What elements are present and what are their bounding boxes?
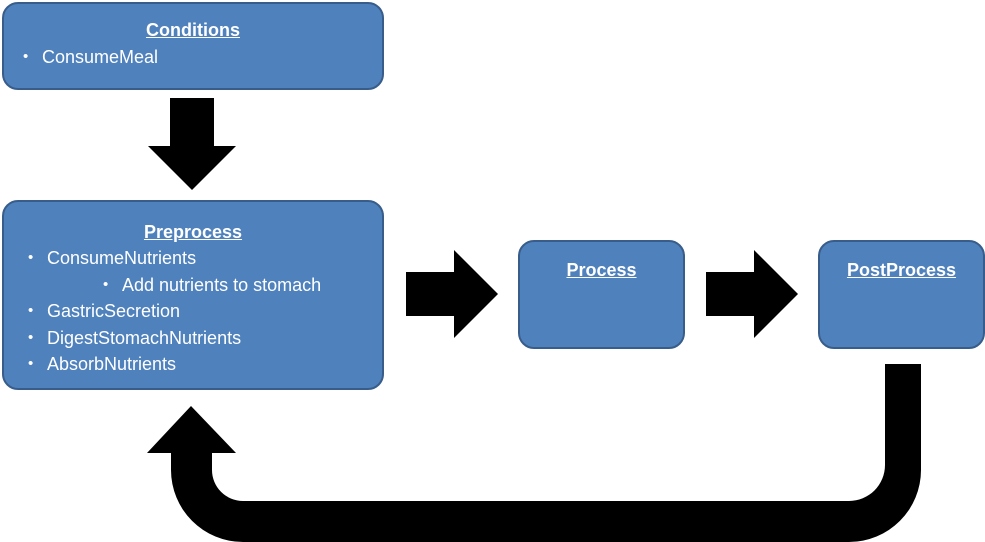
postprocess-box: PostProcess <box>818 240 985 349</box>
preprocess-item: AbsorbNutrients <box>28 353 321 380</box>
conditions-title: Conditions <box>146 20 240 40</box>
process-title: Process <box>566 260 637 280</box>
conditions-list: ConsumeMeal <box>23 46 158 73</box>
arrow-preprocess-to-process <box>406 250 498 338</box>
preprocess-list: ConsumeNutrients Add nutrients to stomac… <box>28 247 321 380</box>
preprocess-item: GastricSecretion <box>28 300 321 327</box>
arrow-process-to-postprocess <box>706 250 798 338</box>
conditions-item: ConsumeMeal <box>23 46 158 73</box>
process-box: Process <box>518 240 685 349</box>
preprocess-box: Preprocess ConsumeNutrients Add nutrient… <box>2 200 384 390</box>
conditions-box: Conditions ConsumeMeal <box>2 2 384 90</box>
postprocess-title: PostProcess <box>846 260 957 280</box>
preprocess-title: Preprocess <box>143 222 243 242</box>
preprocess-item: DigestStomachNutrients <box>28 327 321 354</box>
preprocess-subitem: Add nutrients to stomach <box>103 274 321 301</box>
arrow-loop-back-to-preprocess <box>147 364 921 542</box>
preprocess-item: ConsumeNutrients <box>28 247 321 274</box>
arrow-conditions-to-preprocess <box>148 98 236 190</box>
